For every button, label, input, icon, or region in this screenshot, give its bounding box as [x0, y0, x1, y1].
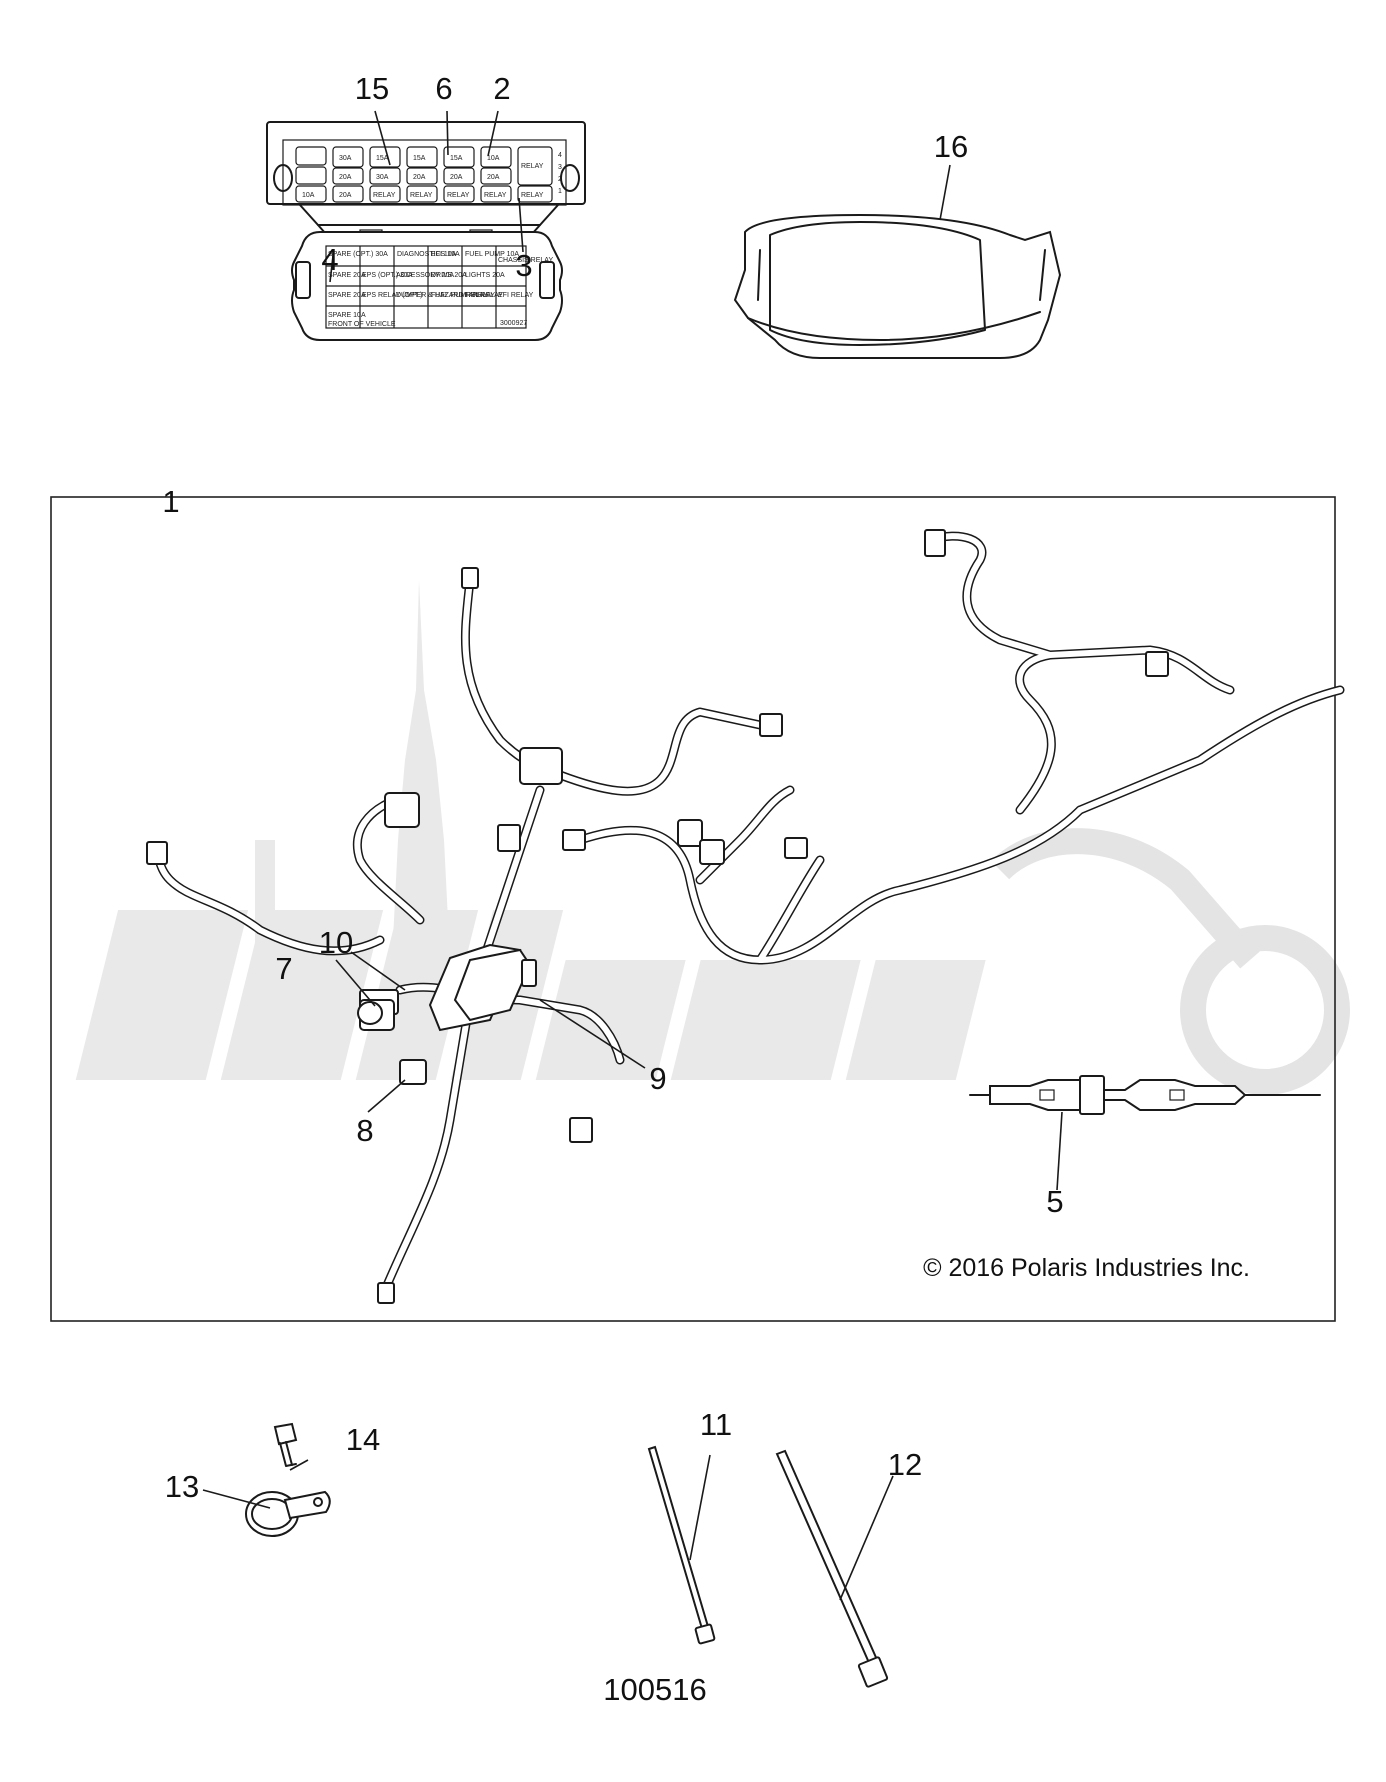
callout-2: 2 [493, 71, 510, 106]
fuse-label: 20A [413, 174, 426, 181]
cover-label: SPARE 20A [328, 292, 366, 299]
fuse-label: 10A [487, 155, 500, 162]
fuse-row-2: 20A 30A 20A 20A 20A [332, 167, 512, 185]
callout-7: 7 [275, 951, 292, 986]
fuse-label: 15A [413, 155, 426, 162]
fuse-label: 10A [302, 192, 315, 199]
fuse-row-4: 10A [295, 146, 327, 203]
leader-lines [202, 110, 1063, 1601]
fuse-grid: 30A 15A 15A 15A 10A RELAY 20A 30A 20A 20… [295, 146, 562, 203]
fuse-label: 20A [450, 174, 463, 181]
cover-label: EFI RELAY [498, 292, 534, 299]
copyright-notice: © 2016 Polaris Industries Inc. [923, 1254, 1250, 1282]
fuse-row-3: 20A RELAY RELAY RELAY RELAY RELAY [332, 185, 553, 203]
cover-label: SPARE 20A [328, 272, 366, 279]
relay-label: RELAY [484, 192, 507, 199]
fuse-label: 20A [339, 174, 352, 181]
harness-connectors [146, 529, 1169, 1304]
cable-tie-part-12 [775, 1449, 889, 1688]
callout-6: 6 [435, 71, 452, 106]
callout-8: 8 [356, 1113, 373, 1148]
cover-label: EPS (OPT.) 30A [362, 272, 413, 279]
relay-label: RELAY [410, 192, 433, 199]
fuse-relay-box: 30A 15A 15A 15A 10A RELAY 20A 30A 20A 20… [266, 121, 586, 239]
callout-3: 3 [515, 248, 532, 283]
callout-14: 14 [346, 1422, 380, 1457]
cover-label: EPS RELAY (OPT.) [362, 292, 422, 299]
row-number: 4 [558, 152, 562, 159]
callout-5: 5 [1046, 1184, 1063, 1219]
main-wiring-harness [146, 529, 1345, 1304]
fuse-label: 30A [376, 174, 389, 181]
relay-label: RELAY [521, 192, 544, 199]
cover-label: DRIVE 20A [431, 272, 467, 279]
row-number: 2 [558, 176, 562, 183]
inline-fuse-holder [969, 1075, 1321, 1115]
row-number: 1 [558, 188, 562, 195]
callout-16: 16 [934, 129, 968, 164]
harness-kit-frame [50, 496, 1336, 1322]
fuse-box-cover: SPARE (OPT.) 30A DIAGNOSTICS 15A EFI 10A… [291, 231, 563, 341]
screw-part-14 [273, 1422, 298, 1467]
callout-12: 12 [888, 1447, 922, 1482]
cover-label: CHASSIS RELAY [498, 257, 553, 264]
cover-part-number: 3000927 [500, 320, 527, 327]
callout-1: 1 [162, 484, 179, 519]
callout-11: 11 [700, 1407, 732, 1442]
callout-13: 13 [165, 1469, 199, 1504]
fuse-label: 15A [376, 155, 389, 162]
cover-label: EFI 10A [431, 251, 457, 258]
row-number: 3 [558, 164, 562, 171]
fuse-row-1: 30A 15A 15A 15A 10A RELAY [332, 146, 553, 186]
cover-label: FRONT OF VEHICLE [328, 321, 396, 328]
fuse-label: 20A [487, 174, 500, 181]
cover-part-16 [733, 213, 1062, 359]
cover-label: DUMPER & HAZARD RELAY [396, 292, 488, 299]
callout-15: 15 [355, 71, 389, 106]
cover-label: ACCESSORY 20A [396, 272, 454, 279]
cover-label: FUEL PUMP RELAY [431, 292, 495, 299]
relay-label: RELAY [521, 163, 544, 170]
fuse-label: 20A [339, 192, 352, 199]
callout-numbers: 15 6 2 3 4 16 1 10 7 9 8 5 14 13 11 12 [162, 71, 1063, 1504]
fuse-label: 30A [339, 155, 352, 162]
relay-label: RELAY [447, 192, 470, 199]
clamp-part-13 [245, 1490, 331, 1537]
figure-number: 100516 [603, 1672, 706, 1707]
cover-label: FAN RELAY [465, 292, 503, 299]
cover-label: DIAGNOSTICS 15A [397, 251, 460, 258]
cover-label: SPARE 10A [328, 312, 366, 319]
callout-10: 10 [319, 925, 353, 960]
cover-label: LIGHTS 20A [465, 272, 505, 279]
callout-4: 4 [321, 242, 338, 277]
fuse-label: 15A [450, 155, 463, 162]
callout-9: 9 [649, 1061, 666, 1096]
relay-label: RELAY [373, 192, 396, 199]
cover-label: SPARE (OPT.) 30A [328, 251, 388, 258]
cover-label: FUEL PUMP 10A [465, 251, 519, 258]
watermark-logo [75, 580, 1350, 1095]
cable-tie-part-11 [647, 1445, 716, 1645]
